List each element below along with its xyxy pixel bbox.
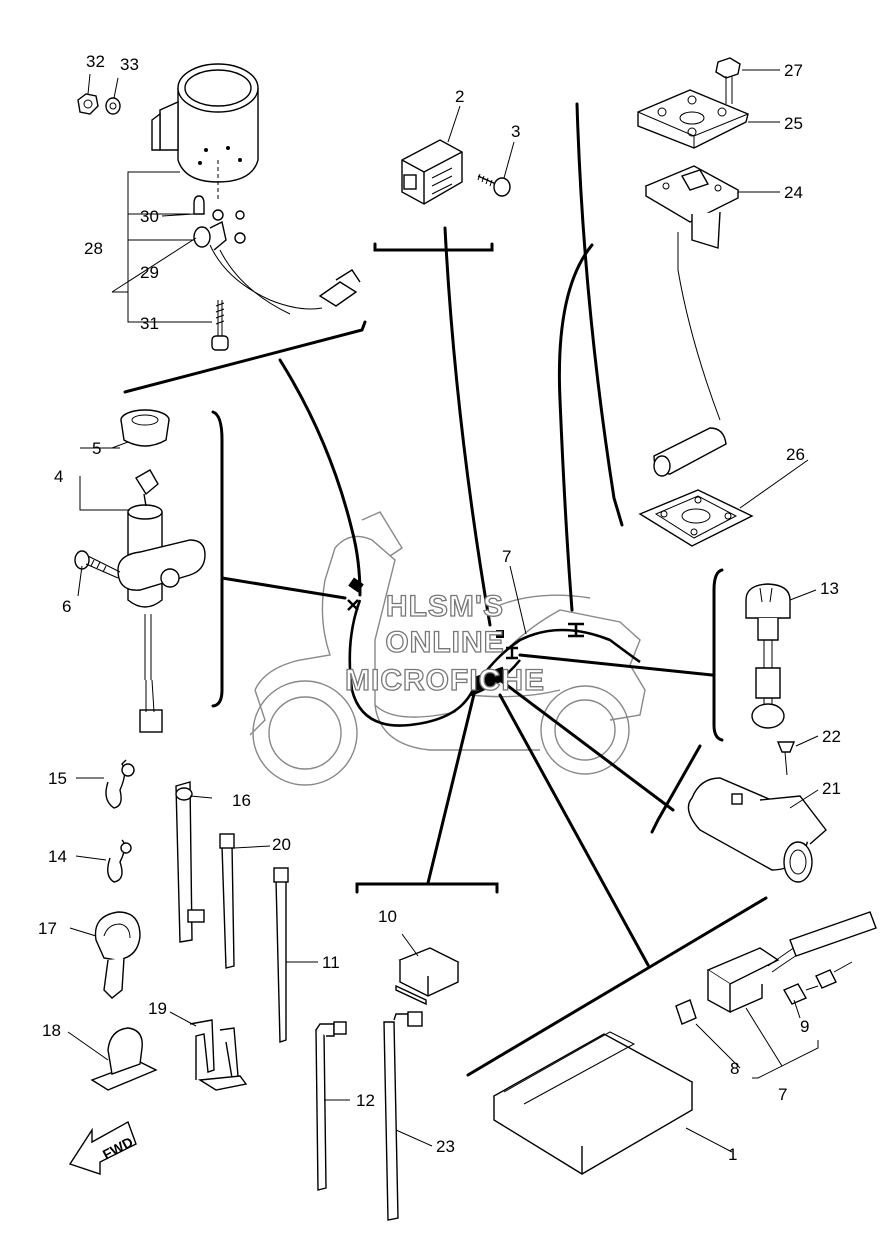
watermark-line-1: HLSM'S — [386, 590, 504, 623]
part-number-30: 30 — [140, 207, 159, 226]
terminal-part-8 — [675, 999, 697, 1025]
part-number-29: 29 — [140, 263, 159, 282]
ignition-switch-part-4 — [117, 469, 206, 733]
meter-assembly-part-28 — [151, 63, 259, 200]
band-part-11 — [273, 867, 289, 1043]
part-number-27: 27 — [784, 61, 803, 80]
part-number-19: 19 — [148, 999, 167, 1018]
scooter-silhouette — [249, 511, 646, 786]
screw-part-31 — [211, 300, 229, 351]
bulb-part-30 — [193, 195, 205, 215]
part-number-17: 17 — [38, 919, 57, 938]
part-number-24: 24 — [784, 183, 803, 202]
fuel-sender-part-24 — [644, 165, 740, 477]
part-number-18: 18 — [42, 1021, 61, 1040]
clamp-part-15 — [105, 759, 135, 809]
part-number-33: 33 — [120, 55, 139, 74]
forward-arrow-icon: FWD — [68, 1120, 137, 1175]
cdi-unit-part-1 — [492, 1031, 694, 1175]
part-number-3: 3 — [511, 122, 520, 141]
clip-part-22 — [776, 741, 796, 776]
part-number-16: 16 — [232, 791, 251, 810]
part-number-23: 23 — [436, 1137, 455, 1156]
part-number-15: 15 — [48, 769, 67, 788]
part-number-8: 8 — [730, 1059, 739, 1078]
sensor-part-13 — [745, 583, 791, 729]
part-number-2: 2 — [455, 87, 464, 106]
part-number-25: 25 — [784, 114, 803, 133]
leader-lines — [67, 69, 819, 1153]
coupler-part-9 — [783, 961, 853, 1005]
part-number-32: 32 — [86, 52, 105, 71]
relay-part-2 — [401, 139, 463, 205]
part-number-7-lower: 7 — [778, 1085, 787, 1104]
part-number-31: 31 — [140, 314, 159, 333]
part-number-21: 21 — [822, 779, 841, 798]
band-part-23 — [383, 1011, 423, 1221]
group-brackets — [123, 102, 768, 1077]
nut-part-32 — [77, 93, 99, 115]
watermark-line-3: MICROFICHE — [345, 664, 545, 697]
part-number-4: 4 — [54, 467, 63, 486]
part-number-11: 11 — [322, 953, 340, 972]
part-number-5: 5 — [92, 439, 101, 458]
callout-lines — [220, 226, 714, 967]
part-number-7: 7 — [502, 547, 511, 566]
part-number-28: 28 — [84, 239, 103, 258]
part-number-12: 12 — [356, 1091, 375, 1110]
band-part-20 — [219, 833, 235, 969]
bracket-7 — [695, 1007, 819, 1079]
stay-part-16 — [175, 781, 205, 943]
socket-part-29 — [193, 209, 361, 315]
relay-part-10 — [395, 947, 460, 1006]
grommet-part-5 — [120, 409, 170, 447]
part-numbers: 32 33 2 3 27 25 24 30 28 29 31 26 5 4 7 … — [38, 52, 841, 1164]
horn-part-21 — [687, 777, 827, 883]
bolt-part-6 — [74, 550, 121, 579]
watermark-line-2: ONLINE — [385, 626, 504, 659]
clamp-part-14 — [107, 839, 132, 883]
gasket-part-26 — [638, 489, 754, 547]
bolt-part-3 — [477, 173, 511, 197]
part-number-10: 10 — [378, 907, 397, 926]
connector-part-7 — [706, 911, 877, 1014]
part-number-26: 26 — [786, 445, 805, 464]
part-number-13: 13 — [820, 579, 839, 598]
plate-part-25 — [637, 89, 749, 149]
part-number-20: 20 — [272, 835, 291, 854]
part-number-14: 14 — [48, 847, 67, 866]
bracket-4 — [79, 447, 130, 511]
washer-part-33 — [105, 97, 121, 115]
part-number-22: 22 — [822, 727, 841, 746]
clip-part-18 — [90, 1027, 158, 1091]
clip-part-19 — [189, 1019, 248, 1091]
part-number-1: 1 — [728, 1145, 737, 1164]
part-number-6: 6 — [62, 597, 71, 616]
bolt-part-27 — [715, 57, 741, 104]
part-number-9: 9 — [800, 1017, 809, 1036]
clip-part-17 — [94, 911, 141, 999]
watermark: HLSM'S ONLINE MICROFICHE — [344, 589, 545, 697]
band-part-12 — [315, 1021, 347, 1191]
